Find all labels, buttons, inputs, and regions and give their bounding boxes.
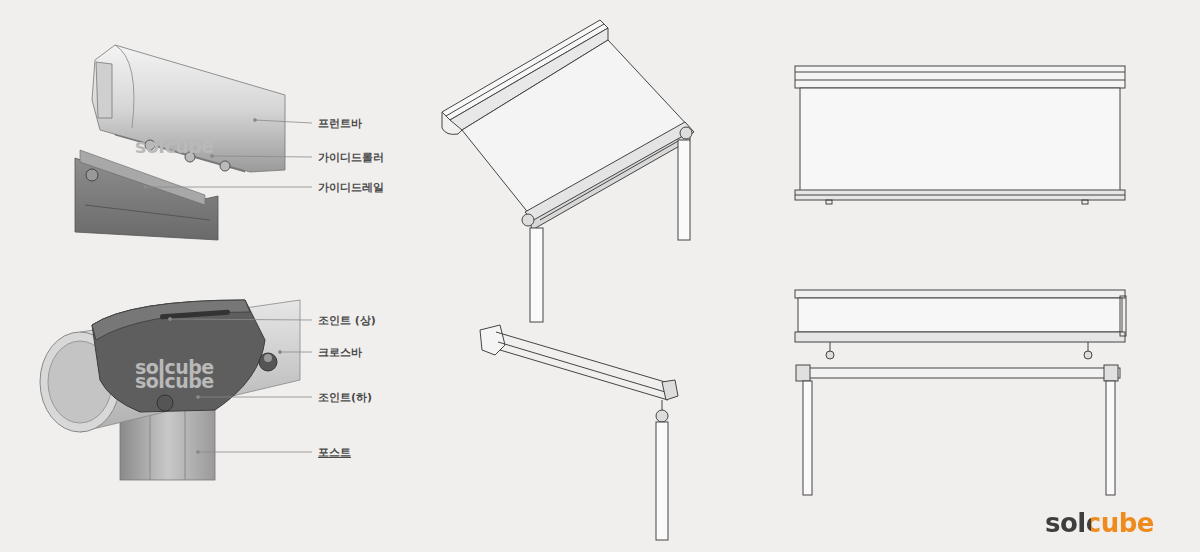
part-label: 조인트(하) [318, 392, 372, 403]
part-label: 가이디드레일 [318, 182, 384, 193]
leader-lines [144, 119, 313, 454]
watermark: solcube [135, 137, 214, 156]
joint-detail [40, 300, 300, 480]
rear-view [795, 290, 1126, 495]
part-label: 조인트 (상) [318, 315, 376, 326]
front-view [795, 66, 1125, 204]
isometric-view [442, 20, 694, 540]
front-bar-detail [75, 45, 285, 240]
watermark: solcube [135, 372, 214, 391]
part-label: 크로스바 [318, 347, 362, 358]
part-label: 가이디드롤러 [318, 152, 384, 163]
part-label: 포스트 [318, 447, 351, 458]
part-label: 프런트바 [318, 118, 362, 129]
brand-logo: solcube [1045, 510, 1154, 536]
